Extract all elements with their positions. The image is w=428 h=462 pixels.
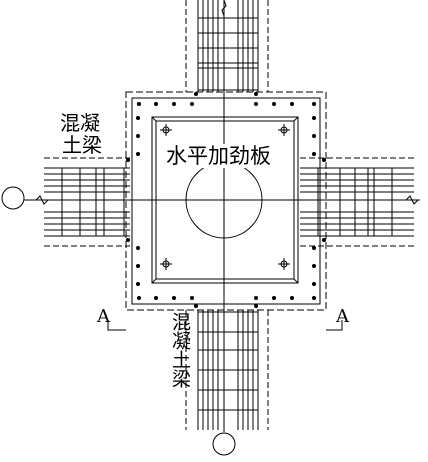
bottom-beam-rebars <box>185 310 269 430</box>
bolt-markers <box>160 124 290 270</box>
concrete-beam-vertical-label: 混凝土梁 <box>169 312 191 388</box>
break-mark-left <box>35 195 49 205</box>
concrete-beam-label-line2: 土梁 <box>62 133 102 157</box>
label-mask <box>164 144 290 168</box>
break-mark-right <box>405 195 419 205</box>
section-mark-left <box>107 320 126 331</box>
break-mark-top <box>221 0 227 17</box>
axis-bubble-left <box>1 186 25 210</box>
column-outline <box>125 91 327 311</box>
section-mark-right <box>326 320 343 331</box>
left-beam-rebars <box>44 157 130 247</box>
axis-bubble-bottom <box>212 432 236 456</box>
concrete-beam-label-line1: 混凝 <box>60 111 100 135</box>
section-label-left: A <box>96 306 111 327</box>
stiffener-plate-label: 水平加劲板 <box>166 144 271 168</box>
rebar-dots <box>126 92 326 308</box>
right-beam-rebars <box>300 157 414 247</box>
section-label-right: A <box>335 306 350 327</box>
top-beam-rebars <box>185 0 269 92</box>
column-stirrup <box>131 97 321 305</box>
